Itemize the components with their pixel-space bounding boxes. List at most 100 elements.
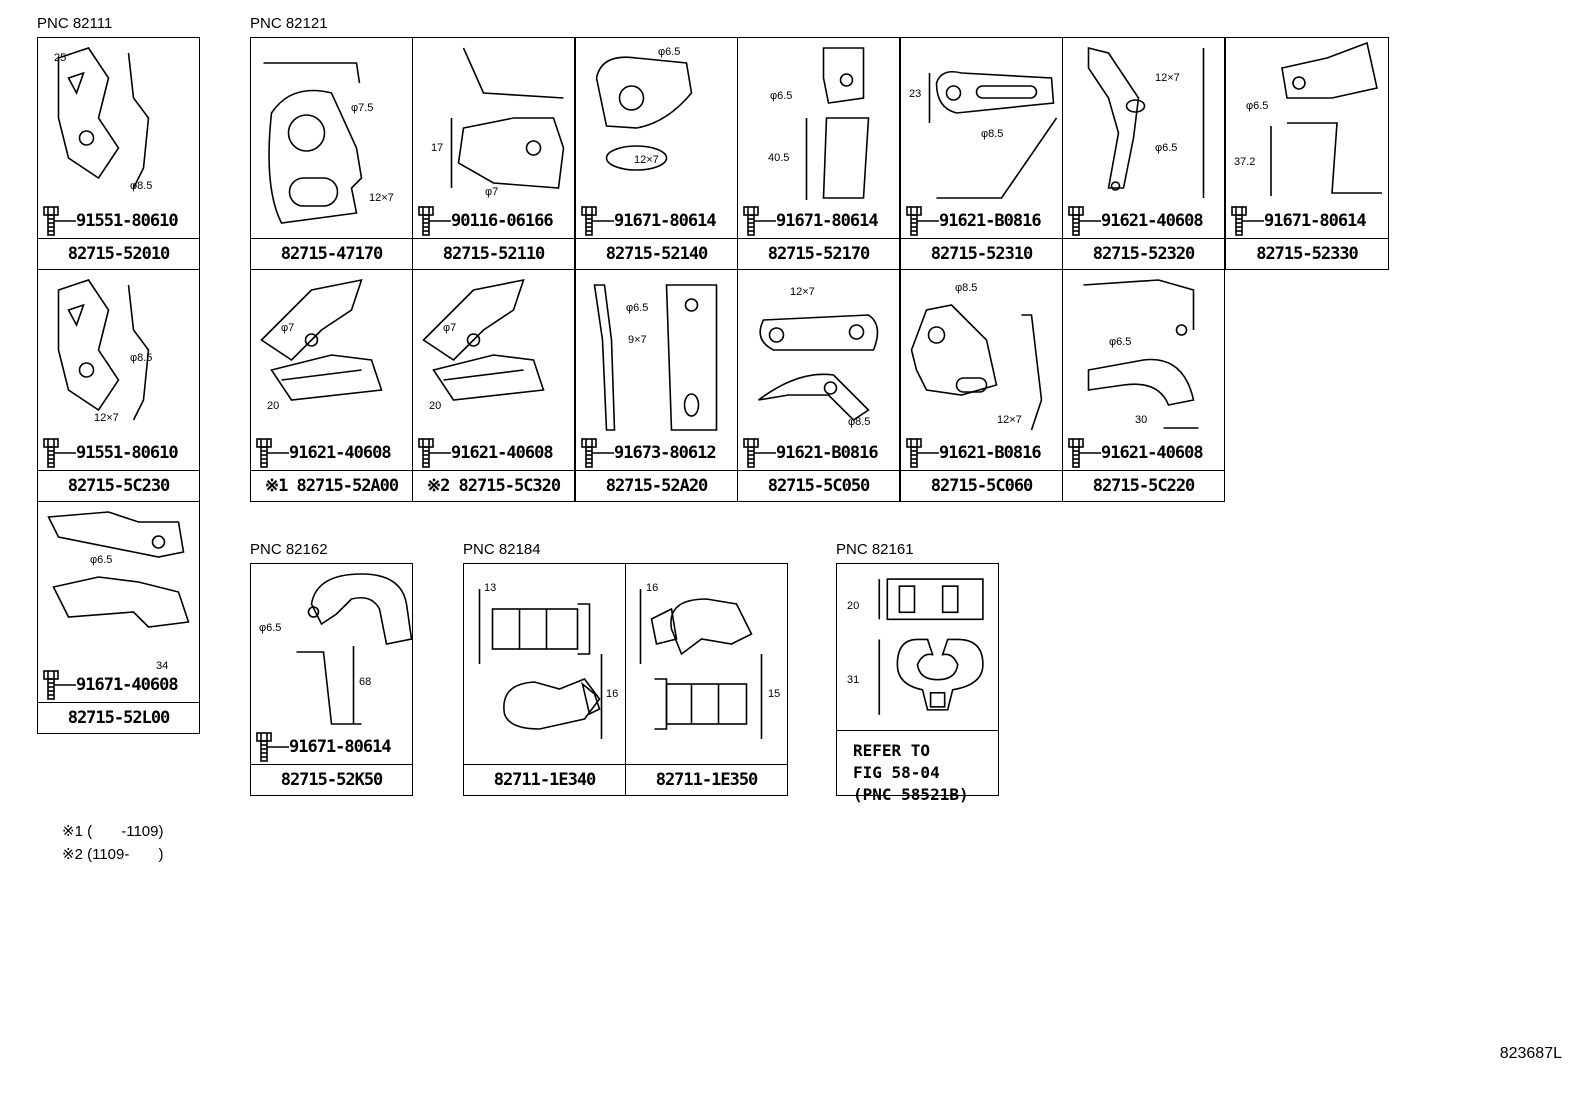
part-number: 82715-52A20	[576, 470, 737, 501]
part-number: 82715-52330	[1226, 238, 1388, 269]
bracket-drawing	[47, 511, 190, 628]
bolt-part-number: 91621-40608	[1101, 443, 1204, 463]
dimension-label: φ6.5	[1155, 142, 1178, 154]
part-cell-82715-5C230[interactable]: φ8.5 12×7 91551-80610 82715-5C230	[37, 269, 200, 502]
bracket-drawing	[1087, 46, 1205, 198]
part-cell-82715-52110[interactable]: 17 φ7 90116-06166 82715-52110	[412, 37, 575, 270]
bolt-callout: 91551-80610	[42, 438, 179, 468]
bolt-part-number: 91551-80610	[76, 211, 179, 231]
bolt-callout: 91671-80614	[1230, 206, 1367, 236]
dimension-label: 23	[909, 88, 922, 100]
part-number: 82715-52310	[901, 238, 1062, 269]
bolt-callout: 91621-40608	[1067, 438, 1204, 468]
bracket-drawing	[296, 573, 412, 725]
part-cell-82715-52L00[interactable]: φ6.5 34 91671-40608 82715-52L00	[37, 501, 200, 734]
part-cell-82715-5C050[interactable]: 12×7 φ8.5 91621-B0816 82715-5C050	[737, 269, 900, 502]
part-cell-82715-47170[interactable]: φ7.5 12×7 82715-47170	[250, 37, 413, 270]
dimension-label: φ8.5	[848, 416, 871, 428]
dimension-label: φ8.5	[981, 128, 1004, 140]
bolt-callout: 91621-40608	[255, 438, 392, 468]
dimension-label: 12×7	[94, 412, 119, 424]
bolt-callout: 91621-B0816	[905, 438, 1042, 468]
bolt-icon	[581, 206, 615, 236]
dimension-label: 30	[1135, 414, 1148, 426]
dimension-label: 37.2	[1234, 156, 1256, 168]
bracket-drawing	[910, 304, 1043, 431]
bolt-icon	[581, 438, 615, 468]
bolt-part-number: 91671-80614	[776, 211, 879, 231]
figure-id: 823687L	[1499, 1045, 1562, 1062]
dimension-label: φ6.5	[259, 622, 282, 634]
bolt-part-number: 91621-B0816	[939, 443, 1042, 463]
bracket-drawing	[1270, 41, 1382, 196]
group-label-82184: PNC 82184	[463, 541, 541, 558]
bolt-icon	[43, 670, 77, 700]
part-cell-refer-fig-58-04[interactable]: 20 31 REFER TO FIG 58-04 (PNC 58521B)	[836, 563, 999, 804]
part-number: 82715-52L00	[38, 702, 199, 733]
part-cell-82715-52K50[interactable]: φ6.5 68 91671-80614 82715-52K50	[250, 563, 413, 796]
part-cell-82711-1E340[interactable]: 13 16 82711-1E340	[463, 563, 626, 796]
bolt-icon	[256, 732, 290, 762]
part-number: 82715-5C060	[901, 470, 1062, 501]
bracket-drawing	[805, 47, 870, 200]
bolt-callout: 91551-80610	[42, 206, 179, 236]
dimension-label: φ7	[281, 322, 295, 334]
dimension-label: 20	[429, 400, 442, 412]
dimension-label: φ7	[443, 322, 457, 334]
part-cell-82715-52310[interactable]: 23 φ8.5 91621-B0816 82715-52310	[900, 37, 1063, 270]
part-cell-82711-1E350[interactable]: 16 15 82711-1E350	[625, 563, 788, 796]
bolt-part-number: 91673-80612	[614, 443, 717, 463]
dimension-label: φ8.5	[955, 282, 978, 294]
dimension-label: φ8.5	[130, 180, 153, 192]
bolt-icon	[43, 438, 77, 468]
refer-line-1: REFER TO	[853, 741, 931, 760]
clip-drawing	[878, 578, 984, 715]
dimension-label: 31	[847, 674, 860, 686]
part-cell-82715-52170[interactable]: φ6.5 40.5 91671-80614 82715-52170	[737, 37, 900, 270]
dimension-label: 20	[847, 600, 860, 612]
part-cell-82715-5C220[interactable]: φ6.5 30 91621-40608 82715-5C220	[1062, 269, 1225, 502]
bolt-part-number: 91671-80614	[289, 737, 392, 757]
bolt-part-number: 91621-B0816	[939, 211, 1042, 231]
part-number: ※1 82715-52A00	[251, 470, 412, 501]
part-cell-82715-52A20[interactable]: φ6.5 9×7 91673-80612 82715-52A20	[575, 269, 738, 502]
part-number: 82715-5C230	[38, 470, 199, 501]
bolt-callout: 91621-40608	[417, 438, 554, 468]
dimension-label: 12×7	[790, 286, 815, 298]
refer-line-3: (PNC 58521B)	[853, 785, 969, 804]
bracket-drawing	[263, 62, 363, 224]
dimension-label: φ7	[485, 186, 499, 198]
part-cell-82715-52140[interactable]: φ6.5 12×7 91671-80614 82715-52140	[575, 37, 738, 270]
dimension-label: 25	[54, 52, 67, 64]
dimension-label: φ6.5	[1246, 100, 1269, 112]
dimension-label: 16	[646, 582, 659, 594]
part-number: 82715-5C220	[1063, 470, 1224, 501]
bolt-icon	[43, 206, 77, 236]
part-cell-82715-52320[interactable]: 12×7 φ6.5 91621-40608 82715-52320	[1062, 37, 1225, 270]
clip-drawing	[478, 589, 603, 739]
part-cell-82715-5C320[interactable]: φ7 20 91621-40608 ※2 82715-5C320	[412, 269, 575, 502]
part-cell-82715-52A00[interactable]: φ7 20 91621-40608 ※1 82715-52A00	[250, 269, 413, 502]
footnote-1: ※1 ( -1109)	[62, 823, 164, 840]
bolt-part-number: 91621-40608	[451, 443, 554, 463]
bolt-part-number: 91621-40608	[289, 443, 392, 463]
group-label-82161: PNC 82161	[836, 541, 914, 558]
bolt-callout: 91621-40608	[1067, 206, 1204, 236]
bolt-part-number: 91671-80614	[1264, 211, 1367, 231]
bolt-callout: 91621-B0816	[742, 438, 879, 468]
bracket-drawing	[450, 47, 565, 189]
part-number: 82715-52320	[1063, 238, 1224, 269]
dimension-label: 13	[484, 582, 497, 594]
part-cell-82715-5C060[interactable]: φ8.5 12×7 91621-B0816 82715-5C060	[900, 269, 1063, 502]
part-number: 82711-1E340	[464, 764, 625, 795]
part-number: ※2 82715-5C320	[413, 470, 574, 501]
part-number: 82715-52170	[738, 238, 899, 269]
part-cell-82715-52330[interactable]: φ6.5 37.2 91671-80614 82715-52330	[1225, 37, 1389, 270]
dimension-label: φ7.5	[351, 102, 374, 114]
bracket-drawing	[57, 279, 150, 421]
part-cell-82715-52010[interactable]: 25 φ8.5 91551-80610 82715-52010	[37, 37, 200, 270]
bolt-icon	[743, 438, 777, 468]
bolt-part-number: 91671-80614	[614, 211, 717, 231]
dimension-label: 17	[431, 142, 444, 154]
group-label-82111: PNC 82111	[37, 15, 113, 32]
